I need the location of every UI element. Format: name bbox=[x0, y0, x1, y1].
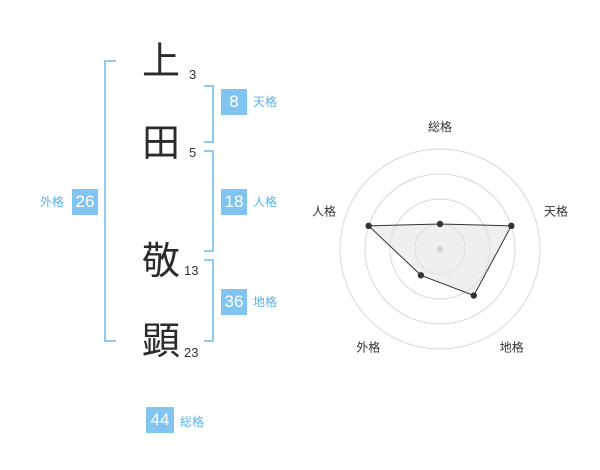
chikaku-bracket bbox=[204, 259, 214, 342]
radar-axis-label: 人格 bbox=[312, 203, 336, 218]
radar-point-2 bbox=[508, 222, 515, 230]
name-char-4: 顕 bbox=[142, 319, 181, 363]
radar-axis-label: 外格 bbox=[356, 340, 380, 355]
radar-axis-label: 地格 bbox=[500, 340, 524, 355]
tenkaku-bracket bbox=[204, 85, 214, 143]
jinkaku-label: 人格 bbox=[253, 195, 278, 209]
radar-point-3 bbox=[470, 292, 477, 299]
radar-point-5 bbox=[365, 222, 372, 230]
tenkaku-value-badge: 8 bbox=[221, 89, 247, 115]
radar-axis-label: 総格 bbox=[428, 119, 452, 134]
jinkaku-value-badge: 18 bbox=[221, 189, 247, 215]
gaikaku-value-badge: 26 bbox=[72, 189, 98, 215]
radar-grid-ring bbox=[339, 148, 541, 350]
radar-grid-ring bbox=[364, 173, 516, 325]
radar-point-4 bbox=[417, 272, 425, 279]
chikaku-label: 地格 bbox=[253, 295, 278, 309]
name-char-3: 敬 bbox=[142, 239, 181, 283]
stroke-count-4: 23 bbox=[184, 345, 199, 360]
stroke-count-3: 13 bbox=[184, 263, 199, 278]
radar-series-area bbox=[367, 223, 513, 297]
radar-axis-label: 天格 bbox=[544, 203, 568, 218]
name-char-1: 上 bbox=[142, 39, 181, 83]
stroke-count-2: 5 bbox=[189, 145, 197, 160]
tenkaku-label: 天格 bbox=[253, 95, 278, 109]
chikaku-value-badge: 36 bbox=[221, 289, 247, 315]
gaikaku-label: 外格 bbox=[40, 195, 65, 209]
gaikaku-bracket bbox=[104, 60, 116, 342]
stroke-count-1: 3 bbox=[189, 67, 197, 82]
radar-point-1 bbox=[436, 220, 444, 228]
soukaku-value-badge: 44 bbox=[146, 407, 174, 433]
jinkaku-bracket bbox=[204, 150, 214, 252]
soukaku-label: 総格 bbox=[180, 415, 205, 429]
name-char-2: 田 bbox=[142, 121, 181, 165]
